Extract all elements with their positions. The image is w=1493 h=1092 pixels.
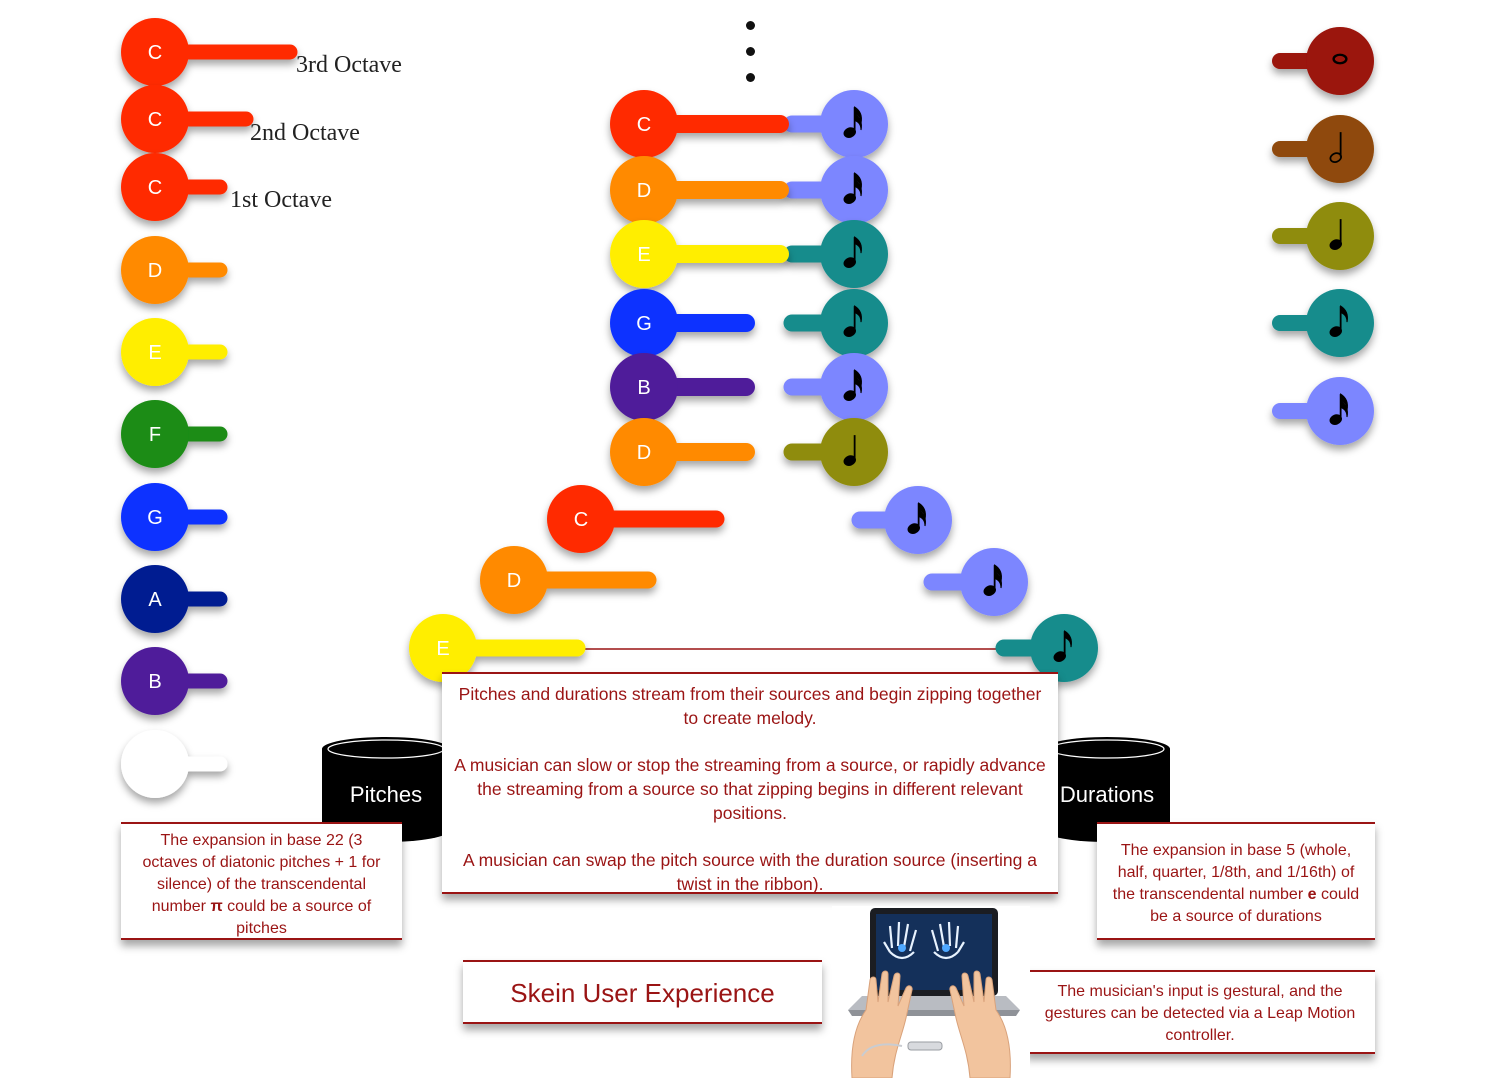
pitch-label: F xyxy=(149,424,161,446)
zipped-duration-sixteenth[interactable] xyxy=(783,353,888,421)
zipped-duration-sixteenth[interactable] xyxy=(783,90,888,158)
duration-legend-eighth[interactable] xyxy=(1272,289,1374,357)
pitch-label: D xyxy=(148,260,162,282)
pitch-label: C xyxy=(574,509,588,531)
center-paragraph-1: Pitches and durations stream from their … xyxy=(458,684,1042,728)
zipped-pitch-G[interactable]: G xyxy=(610,289,755,357)
pitches-source-cylinder[interactable] xyxy=(322,737,450,842)
sixteenth-icon xyxy=(983,564,1002,596)
sixteenth-icon xyxy=(843,172,862,204)
duration-source-text: The expansion in base 5 (whole, half, qu… xyxy=(1112,842,1355,903)
zipped-pitch-D[interactable]: D xyxy=(610,418,755,486)
pitch-label: G xyxy=(147,507,163,529)
ellipsis-dot xyxy=(746,21,755,30)
pitch-label: D xyxy=(637,442,651,464)
duration-source-box: The expansion in base 5 (whole, half, qu… xyxy=(1097,822,1375,940)
stream-pitch-C[interactable]: C xyxy=(547,485,725,553)
pitch-legend-C[interactable]: C xyxy=(121,153,228,221)
pitch-source-text-end: could be a source of pitches xyxy=(222,898,372,937)
eighth-icon xyxy=(1329,305,1348,337)
pitch-label: C xyxy=(148,109,162,131)
stream-duration-eighth[interactable] xyxy=(995,614,1098,682)
zipped-duration-eighth[interactable] xyxy=(783,289,888,357)
pitch-label: B xyxy=(148,671,161,693)
durations-source-cylinder[interactable] xyxy=(1044,737,1170,842)
pitch-label: E xyxy=(436,638,449,660)
page-title: Skein User Experience xyxy=(510,978,775,1008)
durations-source-label: Durations xyxy=(1060,782,1154,807)
sixteenth-icon xyxy=(843,106,862,138)
pitch-legend-E[interactable]: E xyxy=(121,318,228,386)
octave-label-3rd: 3rd Octave xyxy=(296,52,402,78)
leap-motion-laptop-illustration xyxy=(832,906,1030,1078)
pitch-legend-G[interactable]: G xyxy=(121,483,228,551)
zipped-pitch-B[interactable]: B xyxy=(610,353,755,421)
pitch-legend-D[interactable]: D xyxy=(121,236,228,304)
stream-pitch-D[interactable]: D xyxy=(480,546,657,614)
quarter-icon xyxy=(1329,219,1342,250)
ellipsis-dot xyxy=(746,73,755,82)
eighth-icon xyxy=(843,305,862,337)
duration-legend-half[interactable] xyxy=(1272,115,1374,183)
pitch-label: A xyxy=(148,589,162,611)
zipped-duration-eighth[interactable] xyxy=(783,220,888,288)
pitch-legend-rest[interactable] xyxy=(121,730,228,798)
quarter-icon xyxy=(843,435,856,466)
stream-pitch-E[interactable]: E xyxy=(409,614,586,682)
octave-label-1st: 1st Octave xyxy=(230,187,332,213)
pitch-label: E xyxy=(637,244,650,266)
gesture-box: The musician's input is gestural, and th… xyxy=(1025,970,1375,1054)
pitch-label: C xyxy=(637,114,651,136)
center-paragraph-3: A musician can swap the pitch source wit… xyxy=(463,850,1037,894)
pitch-label: D xyxy=(507,570,521,592)
pitch-label: G xyxy=(636,313,652,335)
duration-source-text-end: could be a source of durations xyxy=(1150,886,1360,925)
whole-icon xyxy=(1332,53,1348,65)
duration-legend-quarter[interactable] xyxy=(1272,202,1374,270)
duration-legend-sixteenth[interactable] xyxy=(1272,377,1374,445)
zipped-pitch-E[interactable]: E xyxy=(610,220,789,288)
center-paragraph-2: A musician can slow or stop the streamin… xyxy=(454,755,1046,823)
pitch-source-box: The expansion in base 22 (3 octaves of d… xyxy=(121,822,402,940)
pitch-legend-B[interactable]: B xyxy=(121,647,228,715)
stream-duration-sixteenth[interactable] xyxy=(923,548,1028,616)
pitch-label: D xyxy=(637,180,651,202)
e-symbol: e xyxy=(1307,886,1317,903)
center-explanation-box: Pitches and durations stream from their … xyxy=(442,672,1058,894)
octave-label-2nd: 2nd Octave xyxy=(250,120,360,146)
pitch-label: E xyxy=(148,342,161,364)
pitches-source-label: Pitches xyxy=(350,782,422,807)
pi-symbol: π xyxy=(210,898,223,915)
duration-legend-whole[interactable] xyxy=(1272,27,1374,95)
sixteenth-icon xyxy=(907,502,926,534)
ellipsis-dot xyxy=(746,47,755,56)
pitch-source-text: The expansion in base 22 (3 octaves of d… xyxy=(142,832,381,915)
pitch-label: C xyxy=(148,42,162,64)
stream-duration-sixteenth[interactable] xyxy=(851,486,952,554)
half-icon xyxy=(1329,132,1342,163)
zipped-pitch-C[interactable]: C xyxy=(610,90,789,158)
pitch-legend-C[interactable]: C xyxy=(121,18,298,86)
gesture-text: The musician's input is gestural, and th… xyxy=(1044,983,1356,1044)
page-title-box: Skein User Experience xyxy=(463,960,822,1024)
pitch-label: B xyxy=(637,377,650,399)
pitch-legend-A[interactable]: A xyxy=(121,565,228,633)
eighth-icon xyxy=(1053,630,1072,662)
pitch-legend-F[interactable]: F xyxy=(121,400,228,468)
pitch-label: C xyxy=(148,177,162,199)
sixteenth-icon xyxy=(843,369,862,401)
zipped-duration-sixteenth[interactable] xyxy=(783,156,888,224)
sixteenth-icon xyxy=(1329,393,1348,425)
zipped-pitch-D[interactable]: D xyxy=(610,156,789,224)
eighth-icon xyxy=(843,236,862,268)
zipped-duration-quarter[interactable] xyxy=(783,418,888,486)
pitch-legend-C[interactable]: C xyxy=(121,85,254,153)
